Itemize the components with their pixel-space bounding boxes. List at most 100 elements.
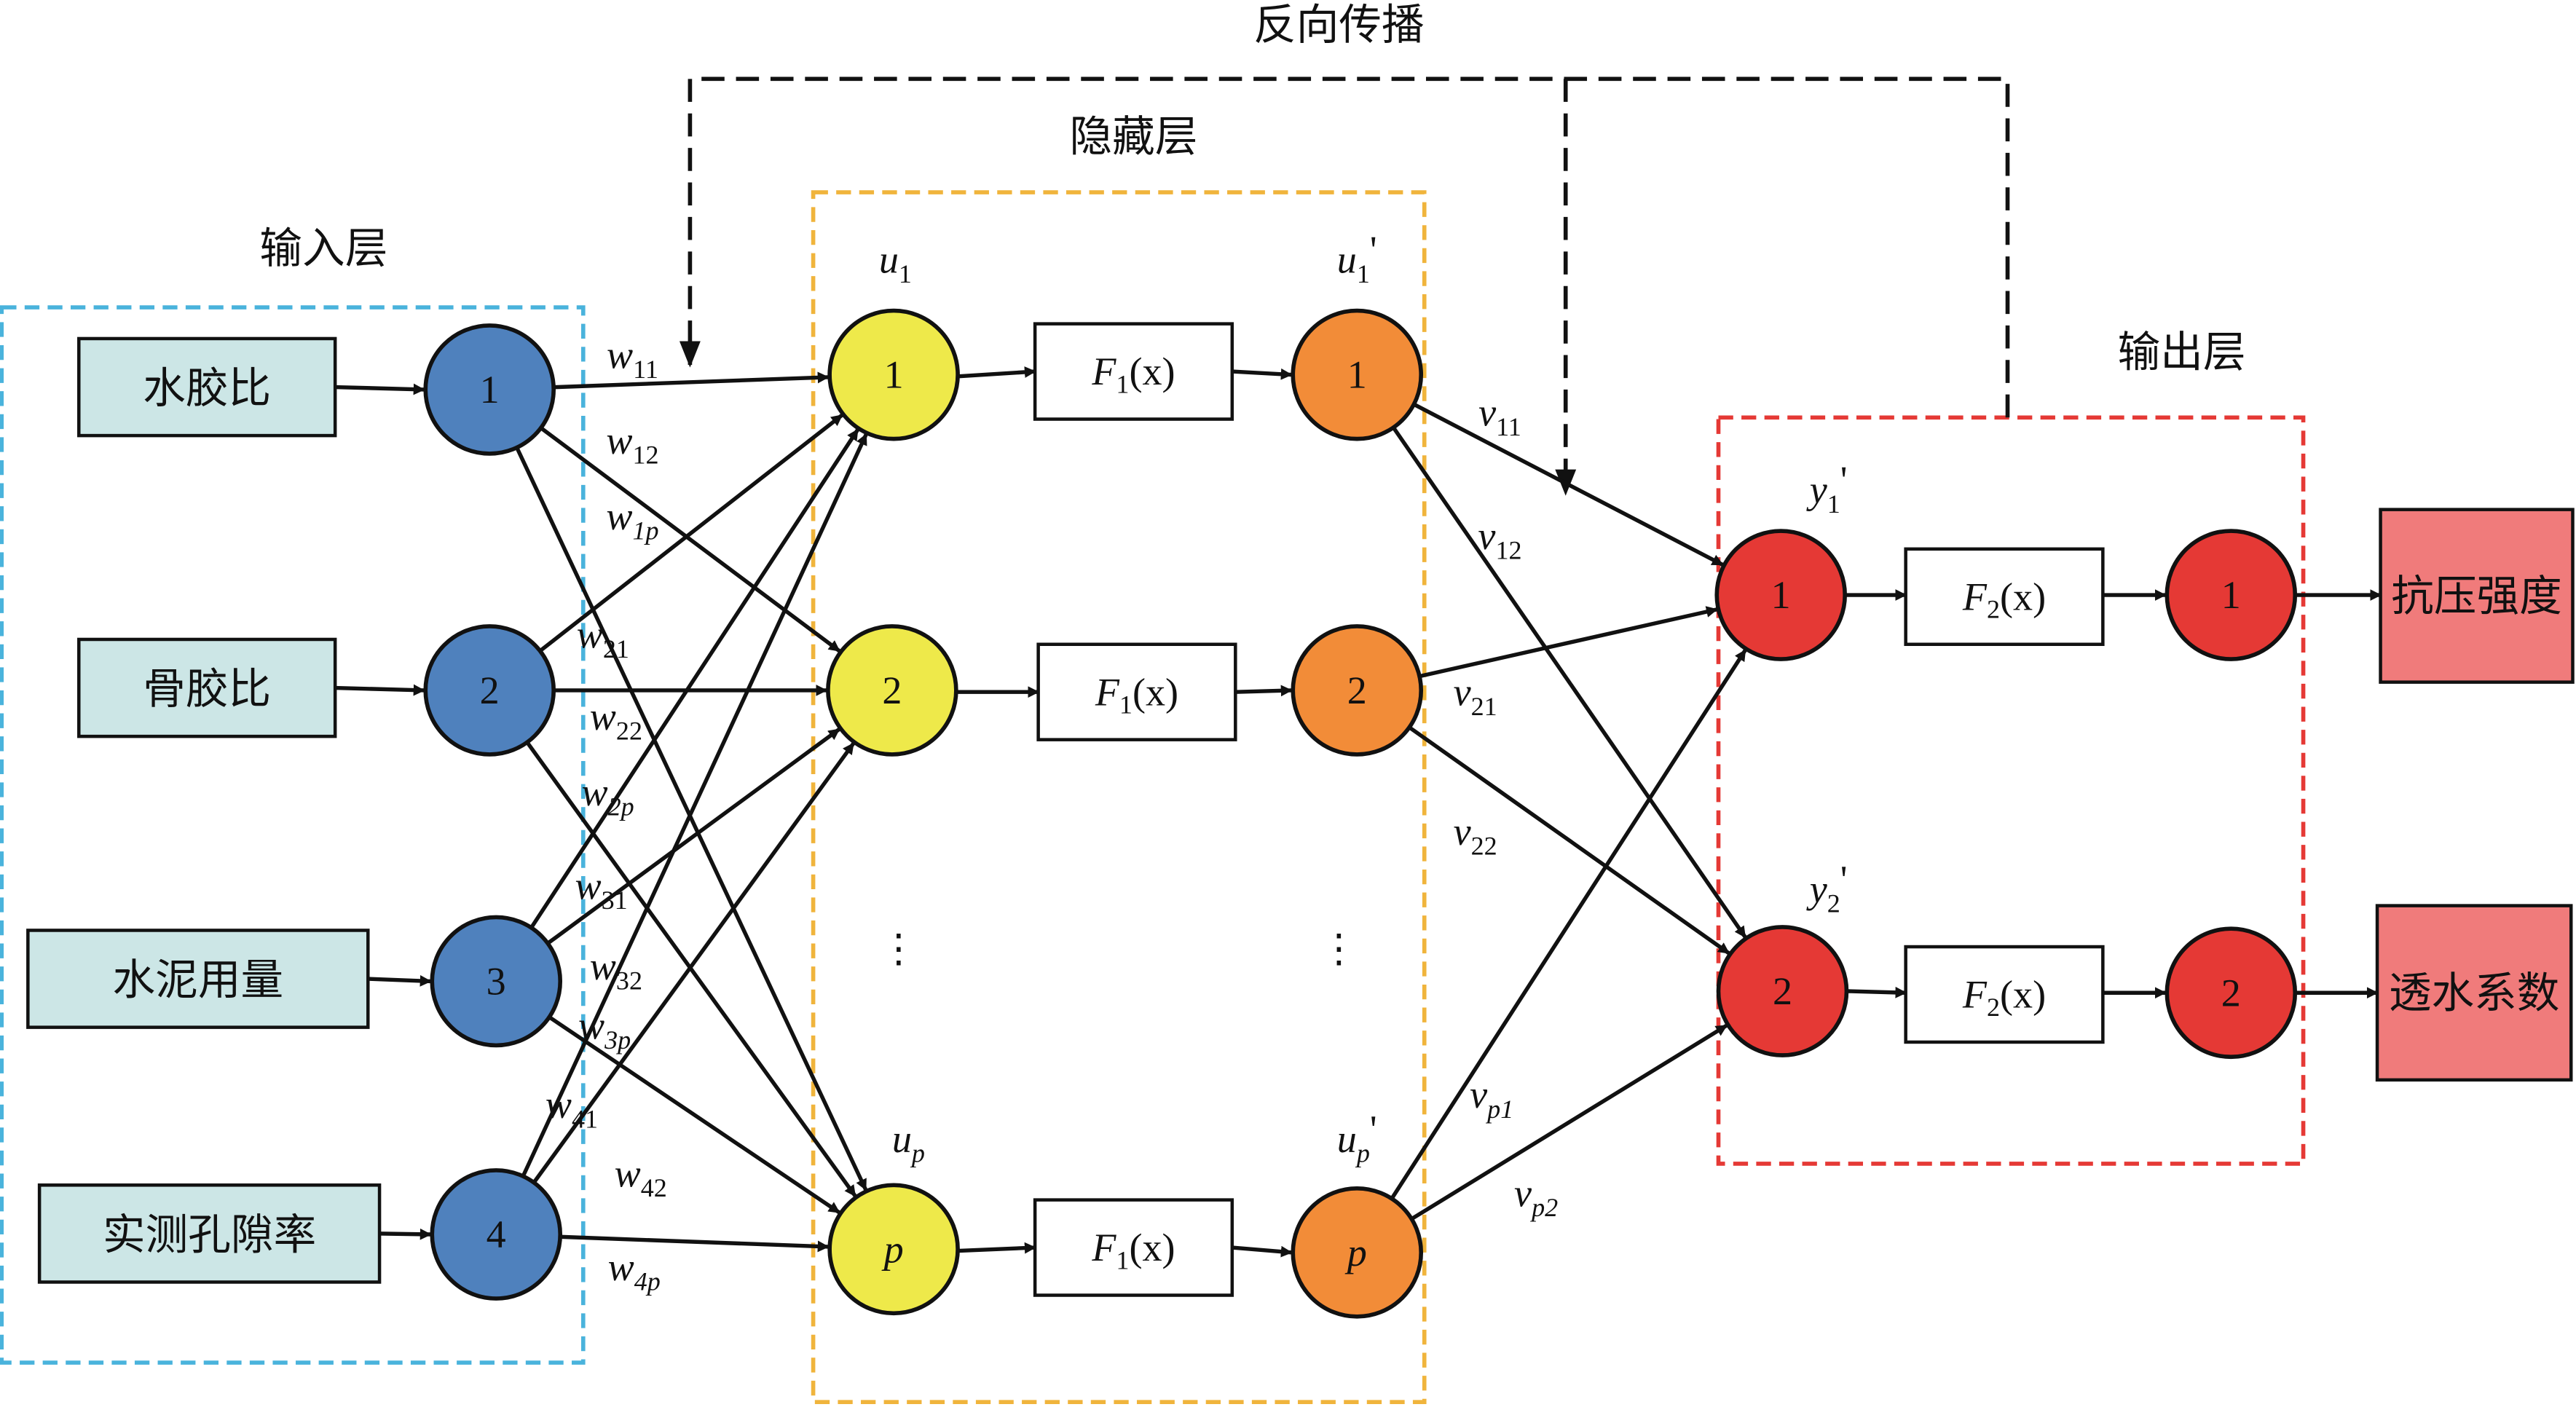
hidden-node-1-circle — [827, 308, 960, 441]
edge-feature2-node — [335, 684, 425, 696]
output-layer-frame — [1716, 415, 2306, 1166]
weight-w-12: w12 — [606, 419, 658, 470]
output-node-1-circle — [1714, 529, 1848, 661]
weight-w-1p: w1p — [606, 494, 658, 545]
input-node-2-label: 2 — [480, 669, 500, 712]
final-node-2: 2 — [2165, 926, 2298, 1060]
ellipsis-hidden-out: ⋮ — [1319, 926, 1358, 970]
edge-f1-hiddenout2 — [1235, 685, 1293, 697]
edge-hidden2-output1 — [1420, 606, 1718, 678]
edge-input2-hidden3 — [526, 742, 857, 1197]
hidden-out-node-3: p — [1291, 1186, 1424, 1319]
f1-box-1 — [1033, 322, 1234, 421]
final-node-1: 1 — [2165, 529, 2298, 661]
hidden-node-2-label: 2 — [882, 669, 902, 712]
weight-w-4p: w4p — [608, 1245, 661, 1296]
output-node-2-circle — [1716, 925, 1849, 1057]
edge-hidden1-output2 — [1393, 427, 1747, 939]
title-output-layer: 输出层 — [2118, 327, 2246, 377]
input-node-2-circle — [423, 624, 556, 757]
weight-w-3p: w3p — [578, 1004, 631, 1055]
edge-input4-hidden2 — [533, 742, 855, 1183]
edges — [335, 366, 2382, 1258]
hidden-out-node-3-label: p — [1344, 1231, 1367, 1274]
weight-w-31: w31 — [575, 864, 628, 915]
output-node-2-label: 2 — [1773, 969, 1792, 1013]
edge-input1-hidden1 — [555, 371, 830, 390]
hidden-node-2-circle — [826, 624, 958, 757]
output-result-label-1: 抗压强度 — [2391, 571, 2562, 620]
input-node-1-circle — [423, 323, 556, 456]
output-node-2: 2 — [1716, 925, 1849, 1057]
hidden-out-node-1: 1 — [1291, 308, 1424, 441]
hidden-label-4: up' — [1337, 1108, 1377, 1168]
hidden-out-node-2: 2 — [1291, 624, 1424, 757]
output-result-box-2 — [2375, 904, 2573, 1082]
edge-feature1-node — [335, 383, 425, 395]
hidden-out-node-1-circle — [1291, 308, 1424, 441]
input-feature-label-4: 实测孔隙率 — [103, 1210, 316, 1259]
output-node-1: 1 — [1714, 529, 1848, 661]
input-feature-box-3 — [26, 929, 370, 1029]
hidden-out-node-2-label: 2 — [1347, 669, 1367, 712]
edge-input3-hidden2 — [548, 728, 840, 945]
edge-input2-hidden1 — [540, 414, 843, 652]
weight-w-11: w11 — [607, 334, 658, 385]
input-node-3-circle — [430, 915, 563, 1048]
weight-w-32: w32 — [590, 945, 642, 996]
output-label-2: y2' — [1806, 858, 1848, 918]
edge-output2-f2 — [1846, 986, 1907, 998]
final-node-2-label: 2 — [2221, 971, 2241, 1014]
weight-v-22: v22 — [1454, 810, 1497, 861]
f2-box-2 — [1904, 945, 2105, 1044]
f1-box-2-label: F1(x) — [1095, 670, 1178, 719]
output-node-1-label: 1 — [1771, 573, 1791, 617]
final-node-2-circle — [2165, 926, 2298, 1060]
hidden-node-1-label: 1 — [884, 353, 904, 397]
weight-v-21: v21 — [1454, 670, 1497, 721]
edge-input3-hidden1 — [530, 428, 859, 928]
input-node-2: 2 — [423, 624, 556, 757]
f1-box-3-label: F1(x) — [1091, 1226, 1175, 1274]
input-node-1: 1 — [423, 323, 556, 456]
weight-v-p2: vp2 — [1514, 1172, 1558, 1223]
edge-hidden3-f1 — [957, 1242, 1036, 1254]
edge-input1-hidden3 — [516, 448, 868, 1191]
hidden-node-3-label: p — [881, 1227, 904, 1271]
nodes: 123412p12p1212水胶比骨胶比水泥用量实测孔隙率抗压强度透水系数F1(… — [26, 228, 2575, 1319]
input-node-4-circle — [430, 1168, 563, 1301]
f1-box-2 — [1036, 642, 1237, 741]
edge-f1-hiddenout1 — [1232, 368, 1293, 380]
hidden-label-2: up — [892, 1117, 925, 1168]
ellipsis-hidden: ⋮ — [879, 926, 918, 970]
input-node-4-label: 4 — [487, 1213, 506, 1256]
edge-input4-hidden3 — [562, 1234, 830, 1253]
edge-feature3-node — [368, 974, 432, 987]
input-node-4: 4 — [430, 1168, 563, 1301]
f1-box-3 — [1033, 1198, 1234, 1297]
final-node-1-label: 1 — [2221, 573, 2241, 617]
input-layer-frame — [0, 305, 586, 1365]
weight-w-2p: w2p — [582, 770, 634, 821]
edge-input4-hidden1 — [521, 433, 868, 1176]
edge-input1-hidden2 — [540, 427, 841, 653]
hidden-out-node-2-circle — [1291, 624, 1424, 757]
weight-v-12: v12 — [1478, 514, 1521, 565]
weight-w-21: w21 — [577, 612, 629, 663]
edge-hidden3-output1 — [1390, 649, 1747, 1199]
f1-box-1-label: F1(x) — [1091, 350, 1175, 398]
edge-hidden1-output1 — [1414, 403, 1724, 567]
hidden-out-node-1-label: 1 — [1347, 353, 1367, 397]
input-feature-box-1 — [77, 336, 337, 438]
input-feature-box-2 — [77, 637, 337, 738]
input-feature-label-1: 水胶比 — [143, 363, 271, 413]
input-feature-label-3: 水泥用量 — [113, 955, 284, 1004]
hidden-node-1: 1 — [827, 308, 960, 441]
input-node-3-label: 3 — [487, 959, 506, 1003]
title-backprop: 反向传播 — [1253, 0, 1425, 50]
f2-box-2-label: F2(x) — [1962, 973, 2046, 1022]
title-hidden-layer: 隐藏层 — [1070, 112, 1198, 162]
final-node-1-circle — [2165, 529, 2298, 661]
input-feature-box-4 — [37, 1183, 382, 1284]
